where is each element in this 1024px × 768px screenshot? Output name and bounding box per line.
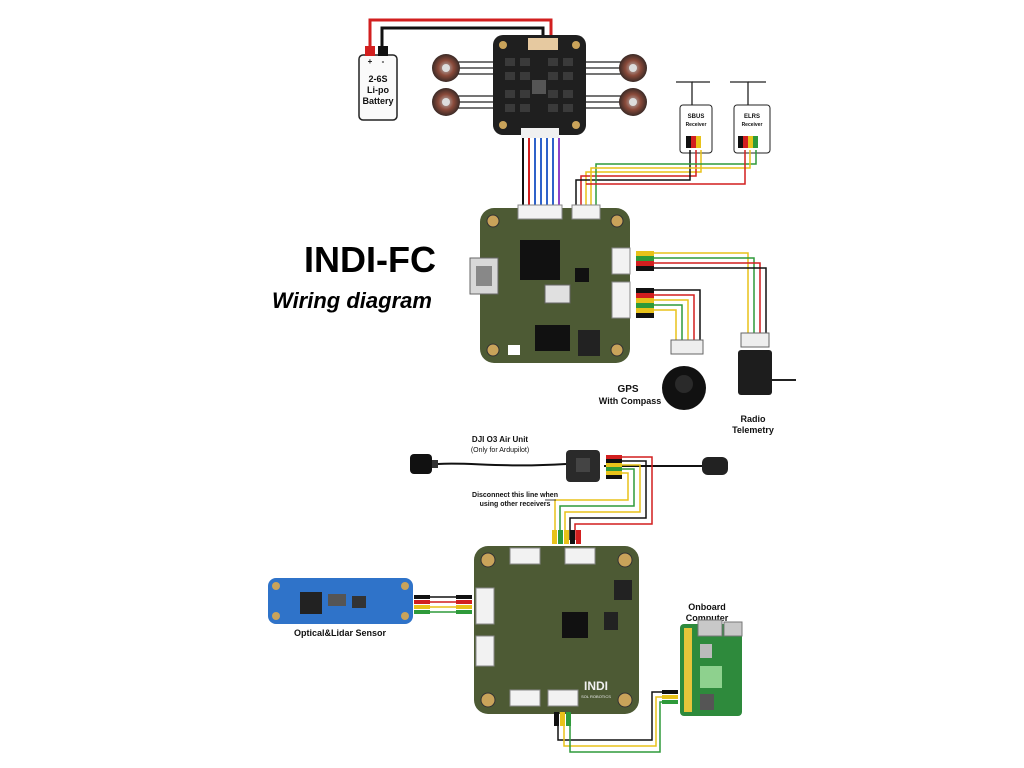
fc-bottom-upper-tags [552,530,581,544]
optical-lidar-sensor [268,578,413,624]
dji-note-1: Disconnect this line when [472,492,558,499]
sbus-receiver: SBUS Receiver [679,104,713,154]
sbus-receiver-sub: Receiver [686,122,707,128]
optical-label: Optical&Lidar Sensor [294,628,387,638]
dji-wires [554,456,653,540]
motor-front-right [619,54,647,82]
motor-rear-left [432,88,460,116]
motor-front-left [432,54,460,82]
esc-board [493,35,586,138]
elrs-receiver-name: ELRS [744,114,760,120]
onboard-label-2: Computer [686,613,729,623]
battery: + - 2-6S Li-po Battery [358,46,398,121]
elrs-receiver: ELRS Receiver [733,104,771,154]
receiver-antennas [676,81,766,105]
dji-pin-tags [606,455,622,479]
gps-label-2: With Compass [599,396,661,406]
onboard-label-1: Onboard [688,602,726,612]
receiver-wires [575,150,757,205]
page-subtitle: Wiring diagram [272,288,432,313]
motor-rear-right [619,88,647,116]
flight-controller-bottom: INDI SOL ROBOTICS [474,546,639,714]
dji-camera [410,454,438,474]
telemetry-wires [654,252,767,335]
radio-telemetry: Radio Telemetry [732,332,796,435]
fc-bottom-logo: INDI [584,679,608,693]
battery-label-1: 2-6S [368,74,387,84]
telemetry-pin-labels [636,251,654,271]
dji-note-2: using other receivers [480,501,551,508]
optical-pin-tags [414,595,472,614]
battery-minus: - [382,57,385,66]
fc-bottom-lower-tags [554,712,571,726]
onboard-computer [680,619,743,716]
onboard-pin-tags [662,690,678,704]
battery-power-wires [368,18,553,50]
gps-label-1: GPS [617,384,638,395]
gps-pin-labels [636,288,654,318]
gps-wires [654,289,701,342]
battery-plus: + [368,57,373,66]
radio-telemetry-label-2: Telemetry [732,425,774,435]
flight-controller-top [469,204,631,363]
radio-telemetry-label-1: Radio [740,414,766,424]
gps-module: GPS With Compass [599,339,706,410]
page-title: INDI-FC [304,239,436,280]
esc-fc-cable [522,138,560,205]
fc-bottom-logo-sub: SOL ROBOTICS [581,694,611,699]
sbus-receiver-name: SBUS [688,114,705,120]
battery-label-2: Li-po [367,85,389,95]
battery-label-3: Battery [362,96,393,106]
dji-antenna [702,457,728,475]
optical-wires [430,596,456,613]
elrs-receiver-sub: Receiver [742,122,763,128]
motor-wires [458,61,622,109]
onboard-wires [557,691,662,753]
dji-label-2: (Only for Ardupilot) [471,447,529,454]
dji-label-1: DJI O3 Air Unit [472,435,528,444]
dji-camera-cable [437,462,567,467]
dji-air-unit [566,450,600,482]
